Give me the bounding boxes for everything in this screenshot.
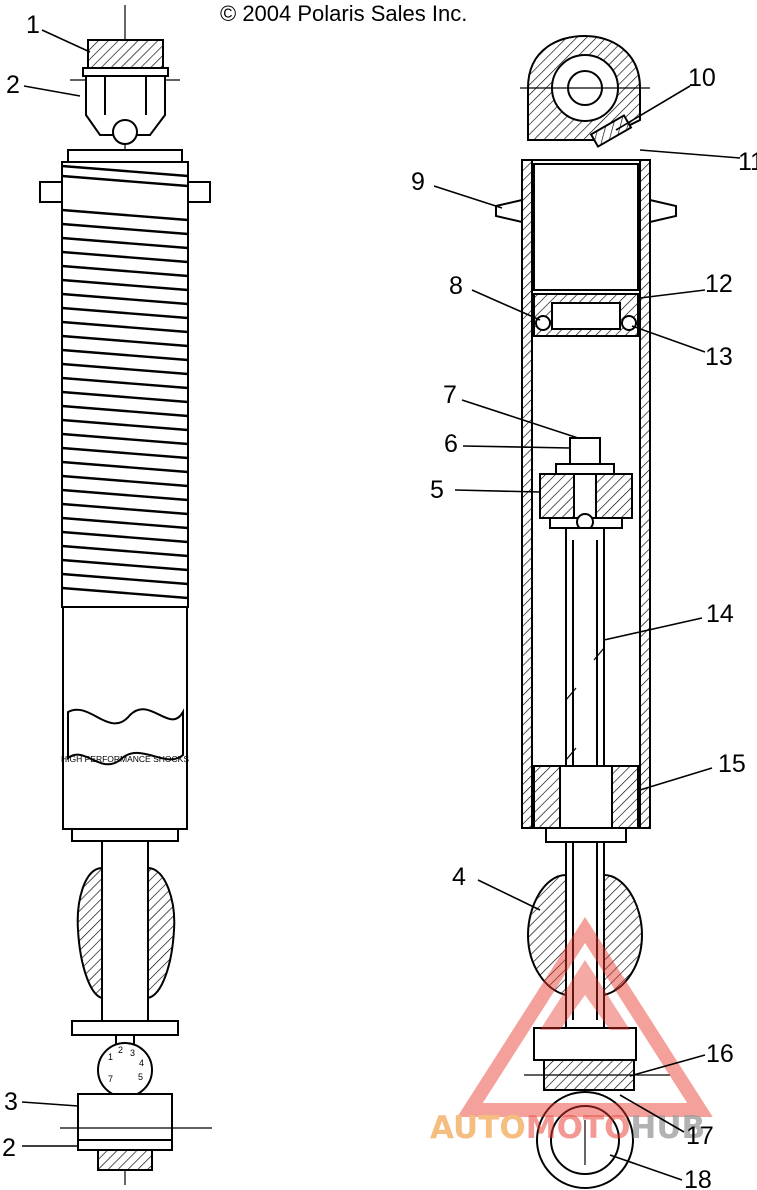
svg-text:7: 7 [108,1074,113,1084]
watermark-hub: HUB [630,1110,705,1146]
callout-11: 11 [738,148,757,176]
bump-stop-left [76,866,103,1000]
callout-2-top: 2 [6,71,20,99]
bump-stop-cutaway-left [526,873,567,997]
watermark-logo: AUTOMOTOHUB [430,916,713,1146]
callout-9: 9 [411,168,425,196]
callout-5: 5 [430,476,444,504]
callout-numbers: 1 2 3 2 4 5 6 7 8 9 10 11 12 13 14 15 16… [2,11,757,1190]
callout-12: 12 [705,270,733,298]
leader-lines [21,29,741,1181]
nitrogen-valve [589,114,633,148]
callout-2-bottom: 2 [2,1134,16,1162]
bottom-bushing [97,1149,153,1171]
rebound-adjuster-knob [97,1042,153,1098]
piston-shaft [101,840,149,1022]
callout-10: 10 [688,64,716,92]
callout-16: 16 [706,1040,734,1068]
gas-chamber [533,163,639,291]
callout-3: 3 [4,1088,18,1116]
svg-text:AUTOMOTOHUB: AUTOMOTOHUB [430,1110,705,1146]
callout-15: 15 [718,750,746,778]
callout-17: 17 [686,1122,714,1150]
callout-1: 1 [26,11,40,39]
svg-text:3: 3 [130,1048,135,1058]
watermark-auto: AUTO [430,1110,526,1146]
copyright-text: © 2004 Polaris Sales Inc. [220,1,467,26]
callout-7: 7 [443,381,457,409]
spring-coils [61,164,189,600]
svg-text:2: 2 [118,1045,123,1055]
body-label: HIGH PERFORMANCE SHOCKS [61,754,189,764]
callout-8: 8 [449,272,463,300]
bump-stop-cutaway-right [603,873,644,997]
callout-14: 14 [706,600,734,628]
callout-13: 13 [705,343,733,371]
callout-4: 4 [452,863,466,891]
watermark-triangle-icon [457,916,713,1117]
cutaway-shock [495,34,677,1189]
svg-text:5: 5 [138,1072,143,1082]
body-graphic [67,708,184,766]
svg-text:1: 1 [108,1052,113,1062]
top-bushing [87,39,164,69]
bump-stop-right [147,866,176,1000]
callout-18: 18 [684,1166,712,1190]
bottom-clevis [533,1027,637,1061]
svg-text:4: 4 [139,1058,144,1068]
callout-6: 6 [444,430,458,458]
watermark-moto: MOTO [526,1110,631,1146]
